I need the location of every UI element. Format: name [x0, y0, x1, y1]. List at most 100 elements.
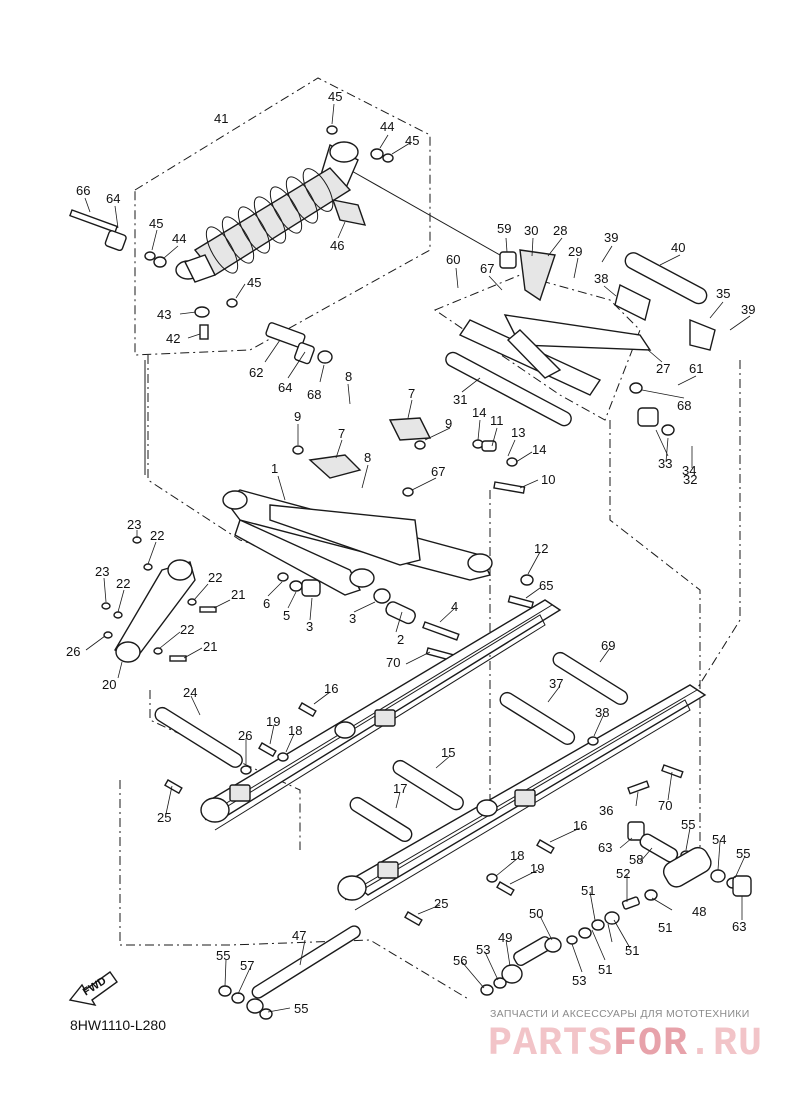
callout-51: 51 — [598, 962, 612, 977]
callout-28: 28 — [553, 223, 567, 238]
callout-13: 13 — [511, 425, 525, 440]
shock-absorber — [175, 141, 359, 283]
callout-46: 46 — [330, 238, 344, 253]
callout-55: 55 — [736, 846, 750, 861]
callout-1: 1 — [271, 461, 278, 476]
callout-52: 52 — [616, 866, 630, 881]
callout-61: 61 — [689, 361, 703, 376]
callout-63: 63 — [732, 919, 746, 934]
callout-47: 47 — [292, 928, 306, 943]
callout-67: 67 — [480, 261, 494, 276]
callout-62: 62 — [249, 365, 263, 380]
right-slide-rail — [337, 684, 707, 911]
callout-38: 38 — [594, 271, 608, 286]
callout-30: 30 — [524, 223, 538, 238]
callout-64: 64 — [106, 191, 120, 206]
bottom-leader-line — [119, 780, 471, 1001]
callout-5: 5 — [283, 608, 290, 623]
callout-22: 22 — [180, 622, 194, 637]
rail-hardware — [164, 702, 684, 927]
callout-63: 63 — [598, 840, 612, 855]
callout-2: 2 — [397, 632, 404, 647]
front-arm — [222, 417, 526, 596]
callout-9: 9 — [445, 416, 452, 431]
shock-group-outline — [134, 77, 431, 356]
callout-51: 51 — [625, 943, 639, 958]
callout-51: 51 — [581, 883, 595, 898]
callout-53: 53 — [476, 942, 490, 957]
callout-3: 3 — [306, 619, 313, 634]
callout-34: 34 — [682, 463, 696, 478]
callout-10: 10 — [541, 472, 555, 487]
rear-arm-group-outline — [433, 274, 641, 421]
front-link — [101, 536, 217, 663]
callout-53: 53 — [572, 973, 586, 988]
callout-68: 68 — [307, 387, 321, 402]
front-arm-hardware — [277, 572, 535, 662]
callout-22: 22 — [116, 576, 130, 591]
callout-45: 45 — [405, 133, 419, 148]
callout-23: 23 — [127, 517, 141, 532]
shock-cover — [331, 199, 367, 226]
rear-arm-assembly — [445, 249, 716, 436]
callout-54: 54 — [712, 832, 726, 847]
callout-22: 22 — [150, 528, 164, 543]
rear-axle-parts — [218, 821, 752, 1020]
callout-19: 19 — [266, 714, 280, 729]
callout-19: 19 — [530, 861, 544, 876]
callout-25: 25 — [434, 896, 448, 911]
right-leader-line — [689, 360, 741, 701]
callout-16: 16 — [324, 681, 338, 696]
callout-38: 38 — [595, 705, 609, 720]
callout-32: 32 — [683, 472, 697, 487]
callout-41: 41 — [214, 111, 228, 126]
callout-31: 31 — [453, 392, 467, 407]
diagram-code: 8HW1110-L280 — [70, 1017, 166, 1033]
rear-leader-line-b — [609, 420, 701, 850]
callout-21: 21 — [203, 639, 217, 654]
callout-66: 66 — [76, 183, 90, 198]
callout-39: 39 — [741, 302, 755, 317]
callout-48: 48 — [692, 904, 706, 919]
shock-hardware — [69, 125, 394, 365]
callout-22: 22 — [208, 570, 222, 585]
callout-59: 59 — [497, 221, 511, 236]
callout-43: 43 — [157, 307, 171, 322]
callout-16: 16 — [573, 818, 587, 833]
callout-45: 45 — [328, 89, 342, 104]
callout-36: 36 — [599, 803, 613, 818]
callout-14: 14 — [472, 405, 486, 420]
callout-51: 51 — [658, 920, 672, 935]
callout-23: 23 — [95, 564, 109, 579]
callout-70: 70 — [386, 655, 400, 670]
shock-to-arm-line — [349, 169, 501, 256]
callout-68: 68 — [677, 398, 691, 413]
callout-42: 42 — [166, 331, 180, 346]
left-slide-rail — [200, 599, 562, 831]
callout-44: 44 — [172, 231, 186, 246]
callout-12: 12 — [534, 541, 548, 556]
callout-11: 11 — [490, 413, 504, 428]
brand-accent: FOR — [613, 1022, 689, 1067]
callout-45: 45 — [247, 275, 261, 290]
callout-29: 29 — [568, 244, 582, 259]
leader-lines — [84, 103, 751, 1013]
callout-55: 55 — [216, 948, 230, 963]
callout-64: 64 — [278, 380, 292, 395]
callout-27: 27 — [656, 361, 670, 376]
brand-main: PARTS — [488, 1022, 614, 1067]
callout-6: 6 — [263, 596, 270, 611]
front-leader-line — [149, 690, 301, 850]
callout-44: 44 — [380, 119, 394, 134]
watermark-tagline: ЗАПЧАСТИ И АКСЕССУАРЫ ДЛЯ МОТОТЕХНИКИ — [490, 1008, 750, 1020]
callout-26: 26 — [238, 728, 252, 743]
callout-4: 4 — [451, 599, 458, 614]
callout-25: 25 — [157, 810, 171, 825]
callout-3: 3 — [349, 611, 356, 626]
callout-26: 26 — [66, 644, 80, 659]
watermark-brand: PARTSFOR.RU — [488, 1022, 763, 1067]
brand-suffix: .RU — [688, 1022, 764, 1067]
callout-58: 58 — [629, 852, 643, 867]
callout-49: 49 — [498, 930, 512, 945]
